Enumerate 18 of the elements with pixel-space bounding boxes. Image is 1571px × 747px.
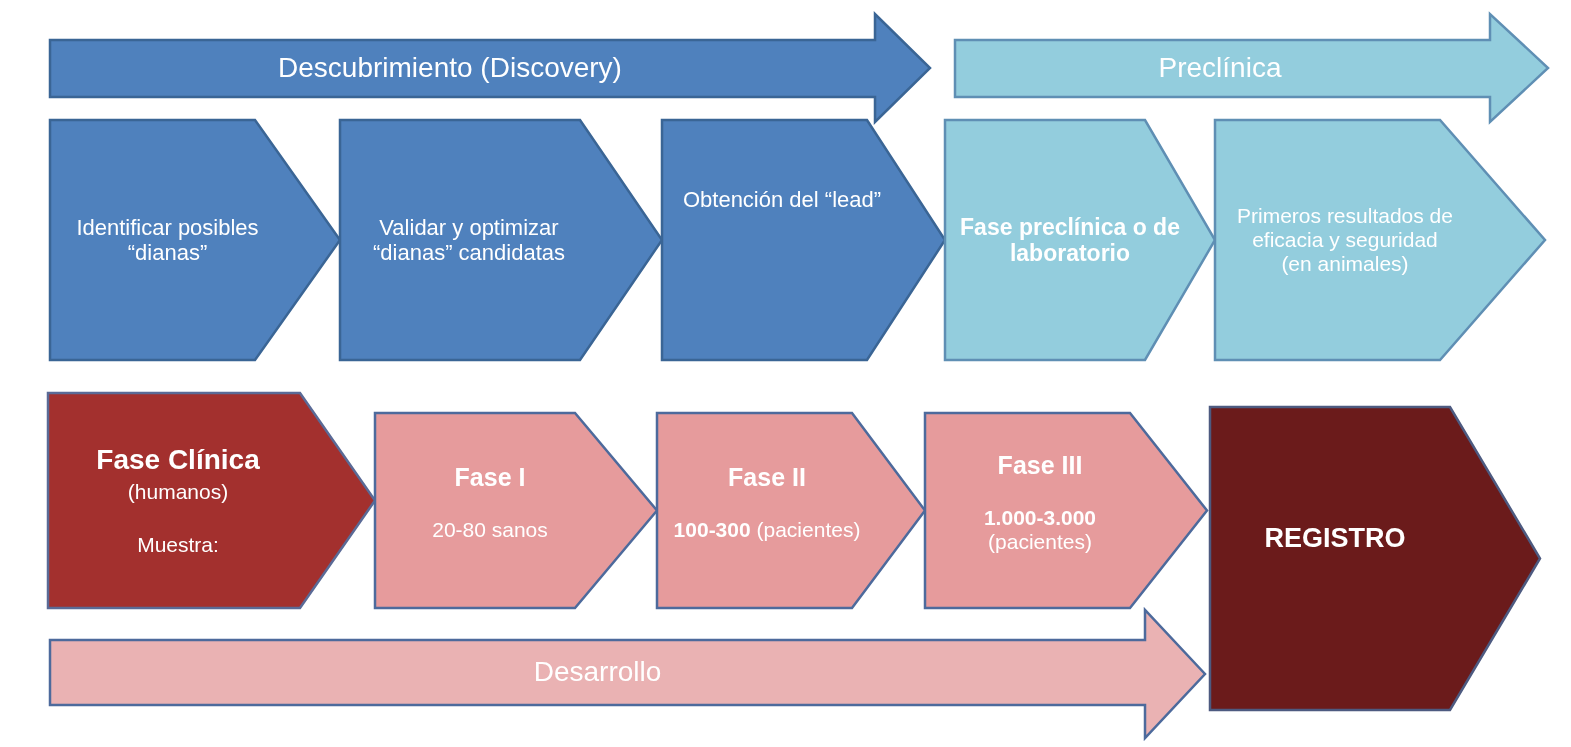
stage-title: Fase III xyxy=(997,451,1083,480)
stage-text: Obtención del “lead” xyxy=(682,187,882,213)
stage-text: (humanos) xyxy=(127,480,229,505)
stage-text: 100-300 (pacientes) xyxy=(673,517,861,542)
stage-text: 1.000-3.000 (pacientes) xyxy=(982,505,1098,554)
stage-text: Fase preclínica o de laboratorio xyxy=(959,213,1181,267)
stage-text: REGISTRO xyxy=(1264,522,1406,554)
stage-text: Primeros resultados de eficacia y seguridad (en animales) xyxy=(1236,203,1454,277)
phase-label: Preclínica xyxy=(1158,52,1282,85)
phase-label: Desarrollo xyxy=(533,656,662,689)
phase-label: Descubrimiento (Discovery) xyxy=(278,52,622,85)
stage-title: Fase Clínica xyxy=(96,444,260,477)
stage-text: Identificar posibles “dianas” xyxy=(75,214,260,266)
stage-text: Muestra: xyxy=(137,532,219,557)
stage-text: 20-80 sanos xyxy=(432,517,548,542)
stage-text: Validar y optimizar “dianas” candidatas xyxy=(372,214,566,266)
stage-title: Fase I xyxy=(454,463,526,492)
stage-title: Fase II xyxy=(728,463,806,492)
